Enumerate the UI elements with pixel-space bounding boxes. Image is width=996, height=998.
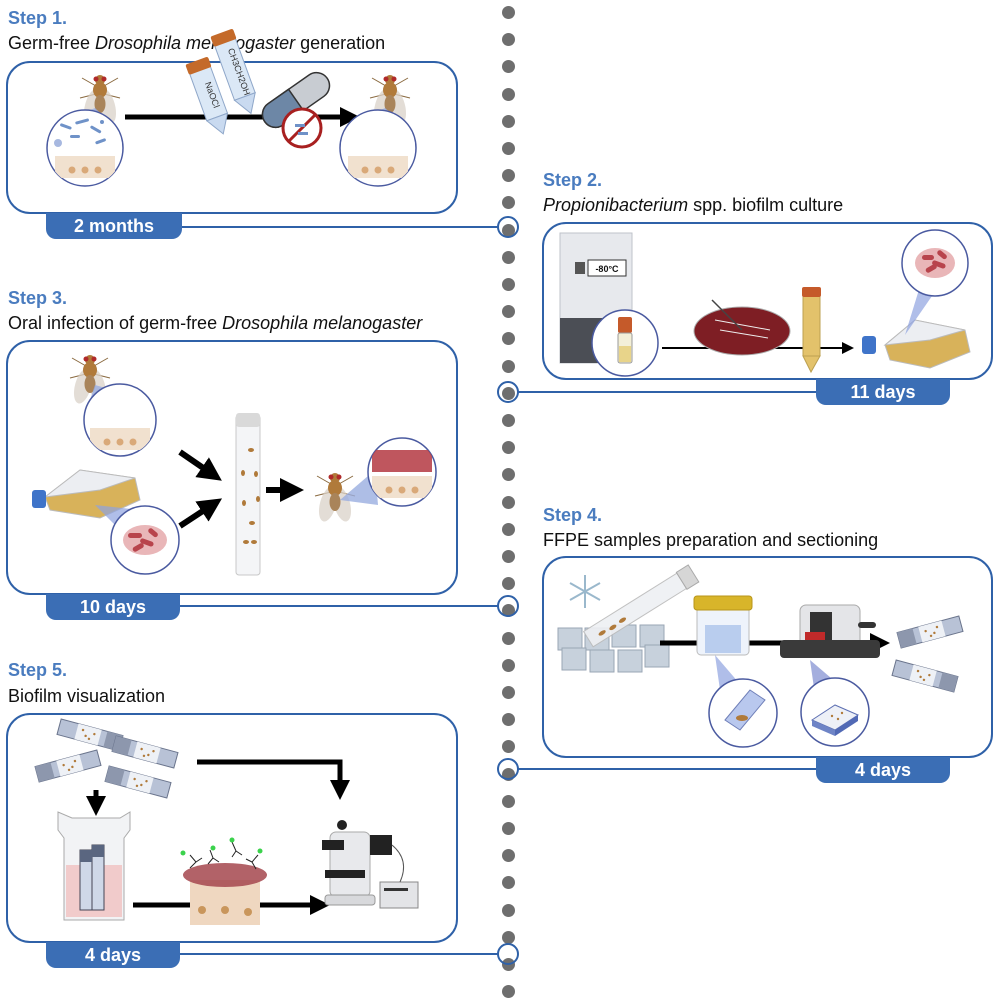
antibody-tissue-icon bbox=[180, 837, 267, 925]
snowflake-icon bbox=[569, 575, 601, 608]
step-2-illustration: -80°C bbox=[559, 229, 971, 377]
staining-jar-icon bbox=[57, 811, 131, 921]
arrow-icon bbox=[197, 759, 350, 800]
step-2-number: Step 2. bbox=[543, 170, 603, 190]
timeline-dot bbox=[502, 522, 515, 536]
timeline-dot bbox=[502, 985, 515, 998]
step-1-connector bbox=[182, 226, 498, 228]
step-3-duration-badge: 10 days bbox=[46, 594, 180, 620]
timeline-dot bbox=[502, 250, 515, 264]
step-1-title: Germ-free Drosophila melanogaster genera… bbox=[8, 33, 386, 53]
slide-icon bbox=[34, 749, 102, 783]
timeline-dot bbox=[502, 930, 515, 944]
vial-icon bbox=[235, 413, 261, 576]
step-1-duration-badge: 2 months bbox=[46, 213, 182, 239]
step-4-duration-badge: 4 days bbox=[816, 757, 950, 783]
step-4-illustration bbox=[557, 564, 964, 748]
tube-icon bbox=[802, 287, 821, 374]
jar-icon bbox=[693, 595, 753, 656]
timeline-dot bbox=[502, 740, 515, 754]
timeline-dot bbox=[502, 169, 515, 183]
paraffin-block-icon bbox=[810, 704, 860, 736]
step-3-title: Oral infection of germ-free Drosophila m… bbox=[8, 313, 423, 333]
step-2-title: Propionibacterium spp. biofilm culture bbox=[543, 195, 844, 215]
timeline-dot bbox=[502, 713, 515, 727]
timeline-dot bbox=[502, 114, 515, 128]
petri-dish-icon bbox=[693, 299, 791, 356]
step-5-connector bbox=[180, 953, 498, 955]
tube-icon bbox=[582, 564, 700, 648]
step-4-connector bbox=[518, 768, 816, 770]
step-5-number: Step 5. bbox=[8, 660, 68, 680]
tube-icon: NaOCl bbox=[185, 57, 229, 135]
no-bacteria-icon bbox=[281, 107, 323, 149]
timeline-dot bbox=[502, 414, 515, 427]
flask-icon bbox=[862, 319, 971, 369]
microscope-icon bbox=[322, 820, 419, 909]
timeline-dot bbox=[502, 822, 515, 835]
timeline-dot bbox=[502, 196, 515, 210]
step-5-timeline-node bbox=[497, 943, 519, 965]
timeline-dot bbox=[502, 658, 515, 672]
flask-icon bbox=[32, 469, 141, 519]
timeline-dot bbox=[502, 550, 515, 563]
timeline-dot bbox=[502, 849, 515, 863]
timeline-dot bbox=[502, 876, 515, 890]
step-1-timeline-node bbox=[497, 216, 519, 238]
slide-icon bbox=[891, 659, 959, 693]
svg-text:-80°C: -80°C bbox=[595, 264, 619, 274]
cassette-icon bbox=[724, 689, 766, 731]
slide-icon bbox=[111, 735, 179, 769]
step-5-illustration bbox=[34, 718, 419, 925]
vial-icon bbox=[617, 317, 633, 364]
timeline-dot bbox=[502, 332, 515, 346]
timeline-dot bbox=[502, 359, 515, 373]
step-1-number: Step 1. bbox=[8, 8, 68, 28]
timeline-dot bbox=[502, 278, 515, 291]
timeline-dot bbox=[502, 441, 515, 455]
step-3-number: Step 3. bbox=[8, 288, 68, 308]
timeline-dot bbox=[502, 305, 515, 319]
timeline-dot bbox=[502, 794, 515, 808]
timeline-dot bbox=[502, 903, 515, 917]
microtome-icon bbox=[780, 604, 880, 658]
slide-icon bbox=[896, 615, 964, 649]
step-2-timeline-node bbox=[497, 381, 519, 403]
step-1-illustration: NaOCl CH3CH2OH bbox=[46, 29, 417, 187]
timeline-dot bbox=[502, 495, 515, 509]
step-3-timeline-node bbox=[497, 595, 519, 617]
slide-icon bbox=[104, 765, 172, 799]
step-5-title: Biofilm visualization bbox=[8, 686, 166, 706]
step-4-timeline-node bbox=[497, 758, 519, 780]
timeline-dot bbox=[502, 631, 515, 645]
arrow-icon bbox=[178, 449, 222, 481]
timeline-dot bbox=[502, 33, 515, 47]
step-2-connector bbox=[518, 391, 816, 393]
arrow-icon bbox=[178, 498, 223, 529]
step-5-duration-badge: 4 days bbox=[46, 942, 180, 968]
timeline-dot bbox=[502, 87, 515, 101]
step-4-number: Step 4. bbox=[543, 505, 603, 525]
timeline-dot bbox=[502, 686, 515, 699]
timeline-dot bbox=[502, 142, 515, 155]
step-4-title: FFPE samples preparation and sectioning bbox=[543, 530, 879, 550]
timeline-dot bbox=[502, 468, 515, 482]
step-2-duration-badge: 11 days bbox=[816, 379, 950, 405]
step-3-illustration bbox=[32, 354, 437, 576]
tube-icon: CH3CH2OH bbox=[210, 29, 256, 115]
step-3-connector bbox=[180, 605, 498, 607]
timeline-dot bbox=[502, 6, 515, 19]
timeline-dot bbox=[502, 60, 515, 74]
timeline-dot bbox=[502, 577, 515, 591]
